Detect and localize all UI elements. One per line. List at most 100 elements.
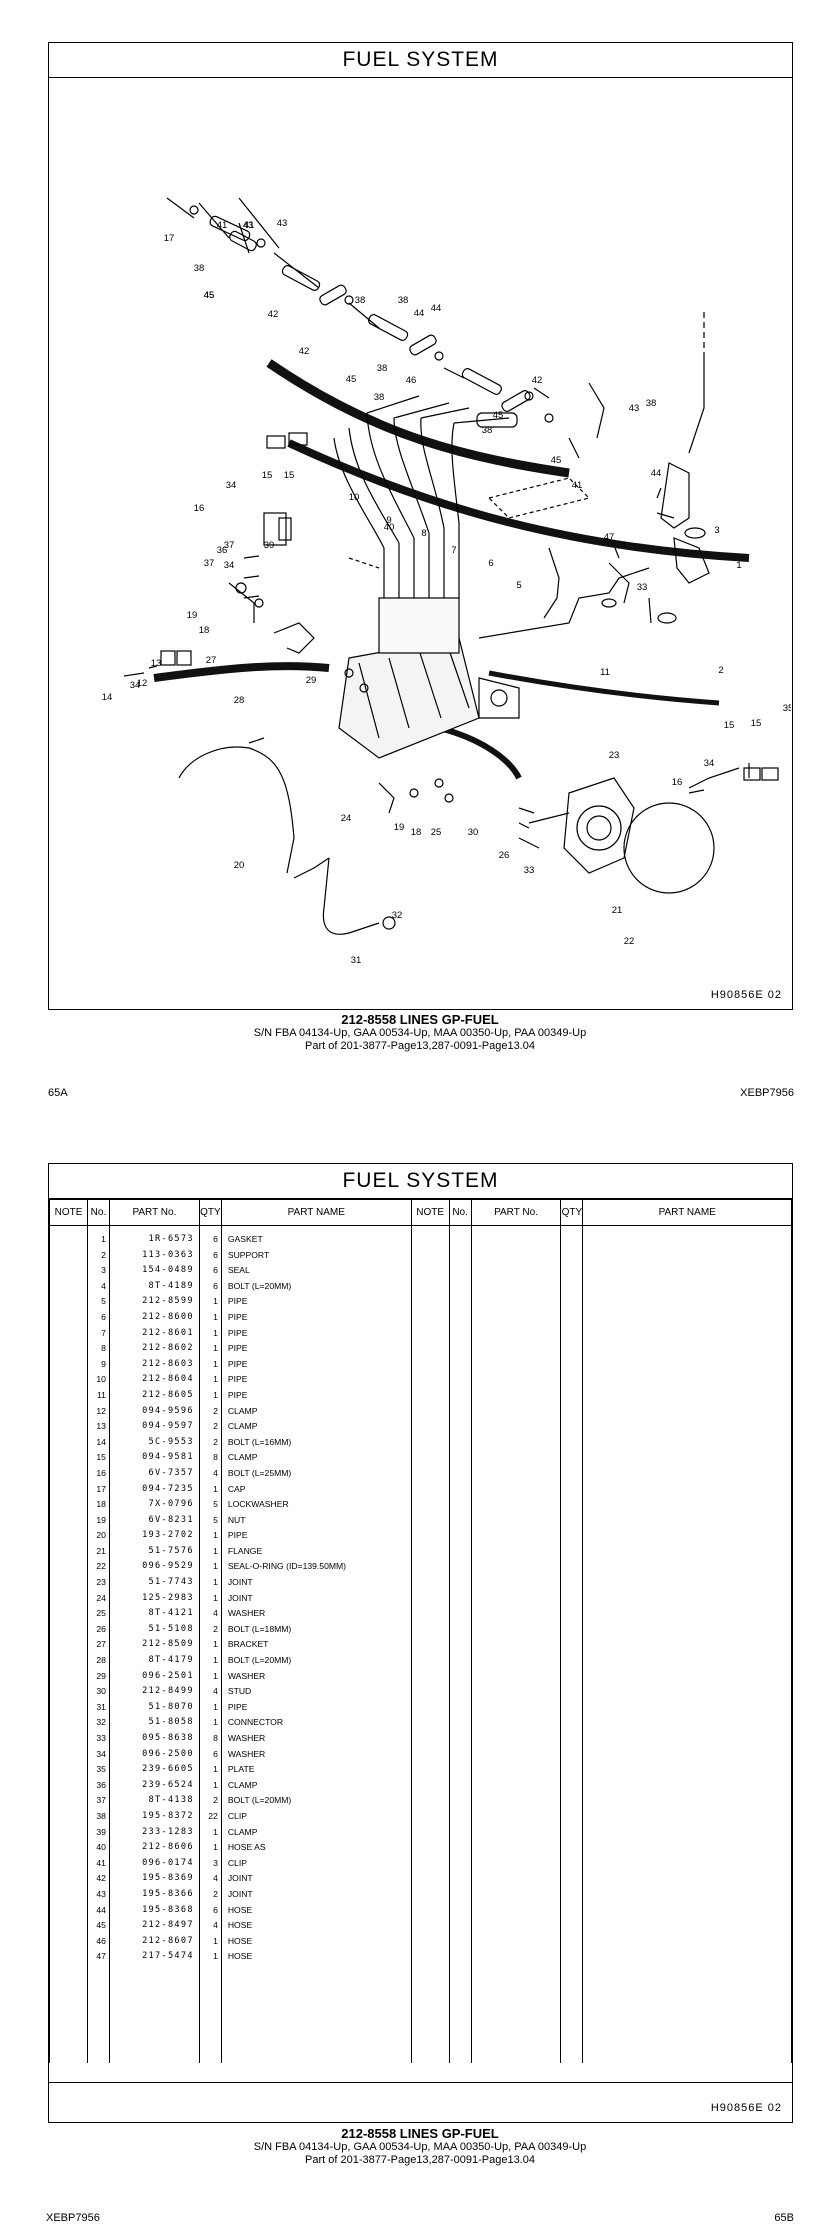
part-number-cell [470,1949,562,1965]
callout-38: 38 [194,263,205,274]
note-cell [49,1419,88,1435]
part-name-cell [582,1653,792,1669]
note-cell [49,1465,88,1482]
note-cell [410,1497,450,1513]
table-header-row: NOTE No. PART No. QTY PART NAME NOTE No.… [49,1199,792,1226]
note-cell [410,1621,450,1638]
item-number-cell [448,1855,472,1872]
item-number-cell [448,1637,472,1654]
note-cell [49,1668,88,1685]
part-number-cell: 125-2983 [108,1590,200,1607]
part-name-cell [582,1918,792,1934]
part-number-cell: 095-8638 [108,1731,200,1747]
callout-34: 34 [226,480,237,491]
callout-26: 26 [499,850,510,861]
part-name-cell: CONNECTOR [220,1715,412,1731]
quantity-cell: 1 [198,1575,222,1591]
brackets-and-clamps [123,432,315,677]
note-cell [410,1372,450,1388]
item-number-cell [448,1263,472,1279]
document-code: XEBP7956 [740,1087,794,1099]
note-cell [410,1777,450,1794]
part-name-cell [582,1699,792,1716]
item-number-cell [448,1653,472,1669]
note-cell [49,1450,88,1466]
part-number-cell: 212-8601 [108,1325,200,1342]
part-name-cell: WASHER [220,1746,412,1763]
note-cell [49,1871,88,1887]
part-number-cell: 113-0363 [108,1247,200,1264]
part-number-cell [470,1575,562,1591]
callout-38: 38 [646,398,657,409]
item-number-cell: 20 [86,1528,110,1544]
item-number-cell: 42 [86,1871,110,1887]
item-number-cell [448,1497,472,1513]
part-name-cell [582,1278,792,1295]
note-cell [49,1731,88,1747]
callout-14: 14 [102,692,113,703]
item-number-cell [448,1886,472,1903]
part-number-cell: 7X-0796 [108,1497,200,1513]
part-number-cell: 096-2501 [108,1668,200,1685]
part-number-cell [470,1715,562,1731]
table-filler-row [49,1964,792,2063]
callout-44: 44 [431,303,442,314]
part-number-cell: 8T-4138 [108,1793,200,1809]
page-title: FUEL SYSTEM [49,43,792,78]
note-cell [49,1653,88,1669]
quantity-cell: 1 [198,1762,222,1778]
quantity-cell [560,1387,584,1404]
callout-39: 39 [264,540,275,551]
part-name-cell [582,1684,792,1700]
col-header-part-name: PART NAME [582,1199,792,1226]
note-cell [410,1637,450,1654]
part-number-cell: 212-8604 [108,1372,200,1388]
part-name-cell [582,1715,792,1731]
item-number-cell: 39 [86,1824,110,1841]
part-number-cell: 239-6605 [108,1762,200,1778]
note-cell [49,1793,88,1809]
part-name-cell [582,1777,792,1794]
note-cell [49,1777,88,1794]
part-number-cell: 6V-7357 [108,1465,200,1482]
part-number-cell [470,1434,562,1451]
lower-pipes [178,737,396,935]
part-number-cell: 154-0489 [108,1263,200,1279]
note-cell [410,1387,450,1404]
item-number-cell [448,1949,472,1965]
item-number-cell [448,1824,472,1841]
item-number-cell: 3 [86,1263,110,1279]
part-name-cell [582,1793,792,1809]
part-number-cell [470,1372,562,1388]
part-name-cell [582,1606,792,1622]
callout-34: 34 [224,560,235,571]
note-cell [410,1715,450,1731]
callout-38: 38 [398,295,409,306]
part-number-cell [470,1699,562,1716]
item-number-cell [448,1278,472,1295]
quantity-cell: 4 [198,1465,222,1482]
part-number-cell: 212-8602 [108,1341,200,1357]
item-number-cell [448,1465,472,1482]
page-number: 65B [774,2212,794,2224]
item-number-cell: 45 [86,1918,110,1934]
quantity-cell: 1 [198,1294,222,1310]
note-cell [410,1465,450,1482]
item-number-cell: 35 [86,1762,110,1778]
quantity-cell [560,1341,584,1357]
part-number-cell [470,1902,562,1919]
note-cell [410,1746,450,1763]
callout-12: 12 [137,678,148,689]
callout-19: 19 [394,822,405,833]
quantity-cell [560,1247,584,1264]
part-name-cell: PIPE [220,1309,412,1326]
callout-11: 11 [600,667,610,678]
note-cell [410,1263,450,1279]
col-header-qty: QTY [560,1199,584,1226]
part-name-cell: HOSE AS [220,1840,412,1856]
